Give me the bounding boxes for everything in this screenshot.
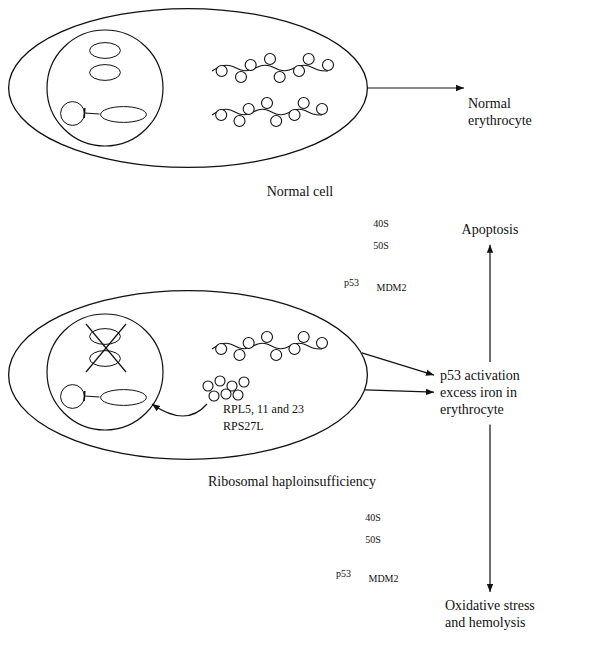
ribosome [271,116,282,127]
free-ribosomal-protein [209,391,219,401]
arrow [489,424,490,592]
ribosome [216,344,227,355]
node-outline [100,106,147,123]
ribosome [323,60,334,71]
arrow [489,245,490,362]
arrow [365,390,434,392]
mrna-strand [212,109,322,115]
node-outline [89,64,121,81]
ribosome [234,116,245,127]
cell-label: Normal cell [267,184,333,200]
node-text: MDM2 [375,282,407,293]
cell-label: Ribosomal haploinsufficiency [208,474,376,490]
free-ribosomal-protein [203,381,213,391]
outcome-text: Apoptosis [440,222,540,239]
protein-label: RPL5, 11 and 23 [222,403,305,417]
ribosome [265,54,276,65]
ribosome [245,60,256,71]
ribosome [271,350,282,361]
outline-shape [90,350,121,366]
ribosome-subunit: 40S [89,42,121,59]
ribosome [216,110,227,121]
protein-circle: p53 [60,384,85,409]
outline-shape [9,291,368,460]
node-text: p53 [335,568,352,579]
outcome-text: Normal erythrocyte [468,96,553,130]
ribosome [294,66,305,77]
outline-shape [90,328,121,344]
outline-shape [60,384,84,408]
protein-label: RPS27L [222,420,265,434]
inhibition-line [85,396,100,397]
free-ribosomal-protein [221,389,231,399]
node-text: 50S [364,534,382,545]
binding-arrow [152,404,207,416]
node-outline [60,101,85,126]
ribosome [234,350,245,361]
cross-out [86,324,126,372]
outline-shape [90,64,121,80]
arrow [368,87,464,88]
ribosome [274,72,285,83]
node-text: p53 [343,277,360,288]
outline-shape [100,106,146,122]
free-ribosomal-protein [239,377,249,387]
node-outline [8,290,368,460]
ribosome [262,98,273,109]
outline-shape [100,389,146,405]
mrna-strand [212,65,328,71]
outline-shape [90,42,121,58]
node-text: 40S [364,512,382,523]
outcome-label: Normal erythrocyte [468,96,553,130]
ribosome [236,72,247,83]
node-outline [89,328,121,345]
node-outline [89,42,121,59]
node-outline [60,384,85,409]
inhibition-line [85,113,100,114]
mrna-strand [212,343,322,349]
free-ribosomal-protein [233,390,243,400]
outcome-text: Oxidative stress and hemolysis [445,598,557,632]
nucleus [47,30,163,146]
ribosome [289,344,300,355]
outcome-label: p53 activation excess iron in erythrocyt… [440,368,540,418]
outcome-label: Apoptosis [440,222,540,239]
protein-ellipse: MDM2 [100,106,147,123]
ribosome [317,104,328,115]
ribosome [243,338,254,349]
ribosome [262,332,273,343]
outcome-label: Oxidative stress and hemolysis [445,598,557,632]
ribosome [289,110,300,121]
node-text: MDM2 [367,573,399,584]
outline-shape [9,9,368,168]
polysomes [203,54,334,402]
node-outline [8,8,368,168]
cell-outline: Ribosomal haploinsufficiency40S50Sp53MDM… [8,290,368,460]
ribosome-subunit: 50S [89,64,121,81]
ribosome [243,104,254,115]
node-text: 40S [372,218,390,229]
node-outline [100,389,147,406]
ribosome [298,332,309,343]
protein-ellipse: MDM2 [100,389,147,406]
nucleus [47,314,163,430]
protein-circle: p53 [60,101,85,126]
ribosome-subunit: 40S [89,328,121,345]
node-text: 50S [372,240,390,251]
outline-shape [60,101,84,125]
cross-out [86,324,126,372]
ribosome-subunit: 50S [89,350,121,367]
ribosome [298,98,309,109]
ribosome [303,54,314,65]
free-ribosomal-protein [215,376,225,386]
outcome-text: p53 activation excess iron in erythrocyt… [440,368,540,418]
ribosome [216,66,227,77]
arrow [362,353,434,375]
ribosome [317,338,328,349]
node-outline [89,350,121,367]
cell-outline: Normal cell40S50Sp53MDM2 [8,8,368,168]
